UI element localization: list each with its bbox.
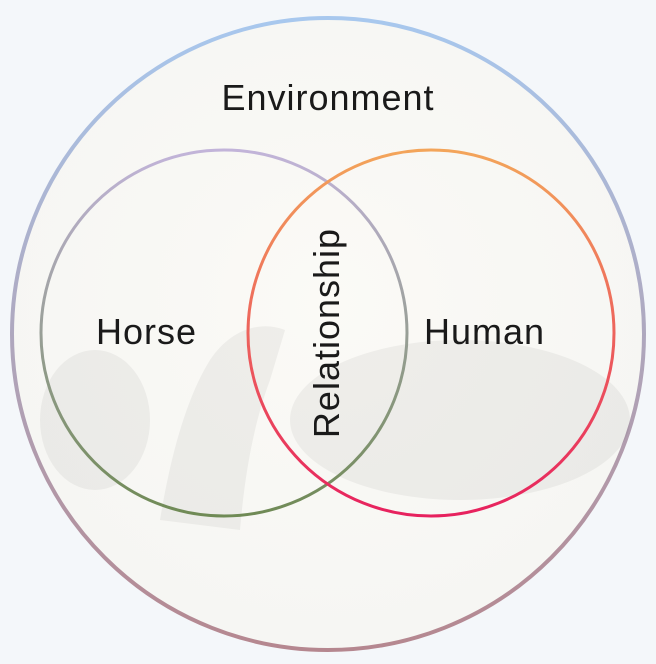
environment-circle xyxy=(10,16,646,652)
horse-label: Horse xyxy=(96,311,198,352)
human-label: Human xyxy=(424,311,546,352)
human-circle xyxy=(246,148,616,518)
relationship-label: Relationship xyxy=(306,227,347,439)
horse-circle xyxy=(39,148,409,518)
environment-label: Environment xyxy=(221,77,435,118)
